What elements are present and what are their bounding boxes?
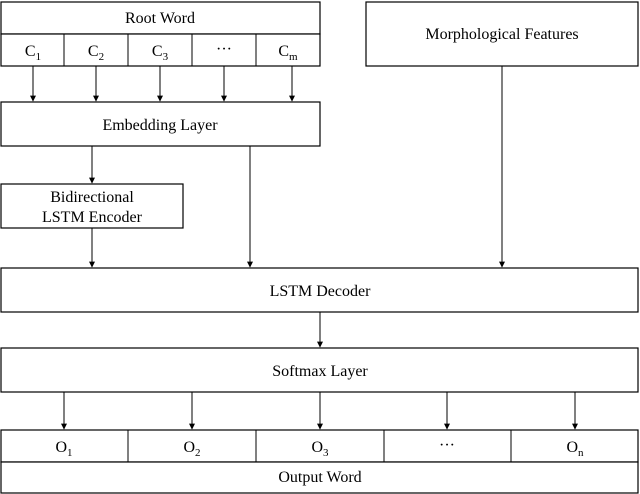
decoder-label: LSTM Decoder bbox=[270, 283, 372, 300]
root-char-3: C3 bbox=[152, 43, 169, 63]
decoder-box bbox=[0, 267, 639, 313]
root-char-m: Cm bbox=[278, 43, 298, 63]
output-char-2: O2 bbox=[183, 439, 200, 459]
morphological-features-block: Morphological Features bbox=[365, 1, 639, 67]
root-char-ellipsis: ··· bbox=[216, 41, 232, 58]
embedding-layer-block: Embedding Layer bbox=[0, 101, 321, 147]
decoder-block: LSTM Decoder bbox=[0, 267, 639, 313]
embedding-layer-box bbox=[0, 101, 321, 147]
encoder-label-line2: LSTM Encoder bbox=[42, 209, 143, 226]
output-word-block: O1 O2 O3 ··· On Output Word bbox=[0, 429, 639, 494]
output-word-title: Output Word bbox=[278, 469, 361, 486]
root-word-block: Root Word C1 C2 C3 ··· Cm bbox=[0, 1, 321, 67]
encoder-box bbox=[0, 183, 184, 229]
softmax-block: Softmax Layer bbox=[0, 347, 639, 393]
embedding-layer-label: Embedding Layer bbox=[102, 117, 218, 134]
morphological-features-box bbox=[365, 1, 639, 67]
morphological-features-label: Morphological Features bbox=[425, 26, 578, 43]
encoder-block: Bidirectional LSTM Encoder bbox=[0, 183, 184, 229]
root-word-title-box bbox=[0, 1, 321, 35]
output-word-title-box bbox=[0, 461, 639, 494]
root-char-2: C2 bbox=[88, 43, 104, 63]
root-char-1: C1 bbox=[25, 43, 41, 63]
output-char-n: On bbox=[566, 439, 584, 459]
softmax-label: Softmax Layer bbox=[272, 363, 368, 380]
root-word-title: Root Word bbox=[125, 10, 195, 27]
output-char-3: O3 bbox=[311, 439, 329, 459]
root-word-char-row bbox=[0, 33, 321, 67]
encoder-label-line1: Bidirectional bbox=[50, 189, 134, 206]
output-char-1: O1 bbox=[55, 439, 72, 459]
output-char-ellipsis: ··· bbox=[439, 437, 455, 454]
